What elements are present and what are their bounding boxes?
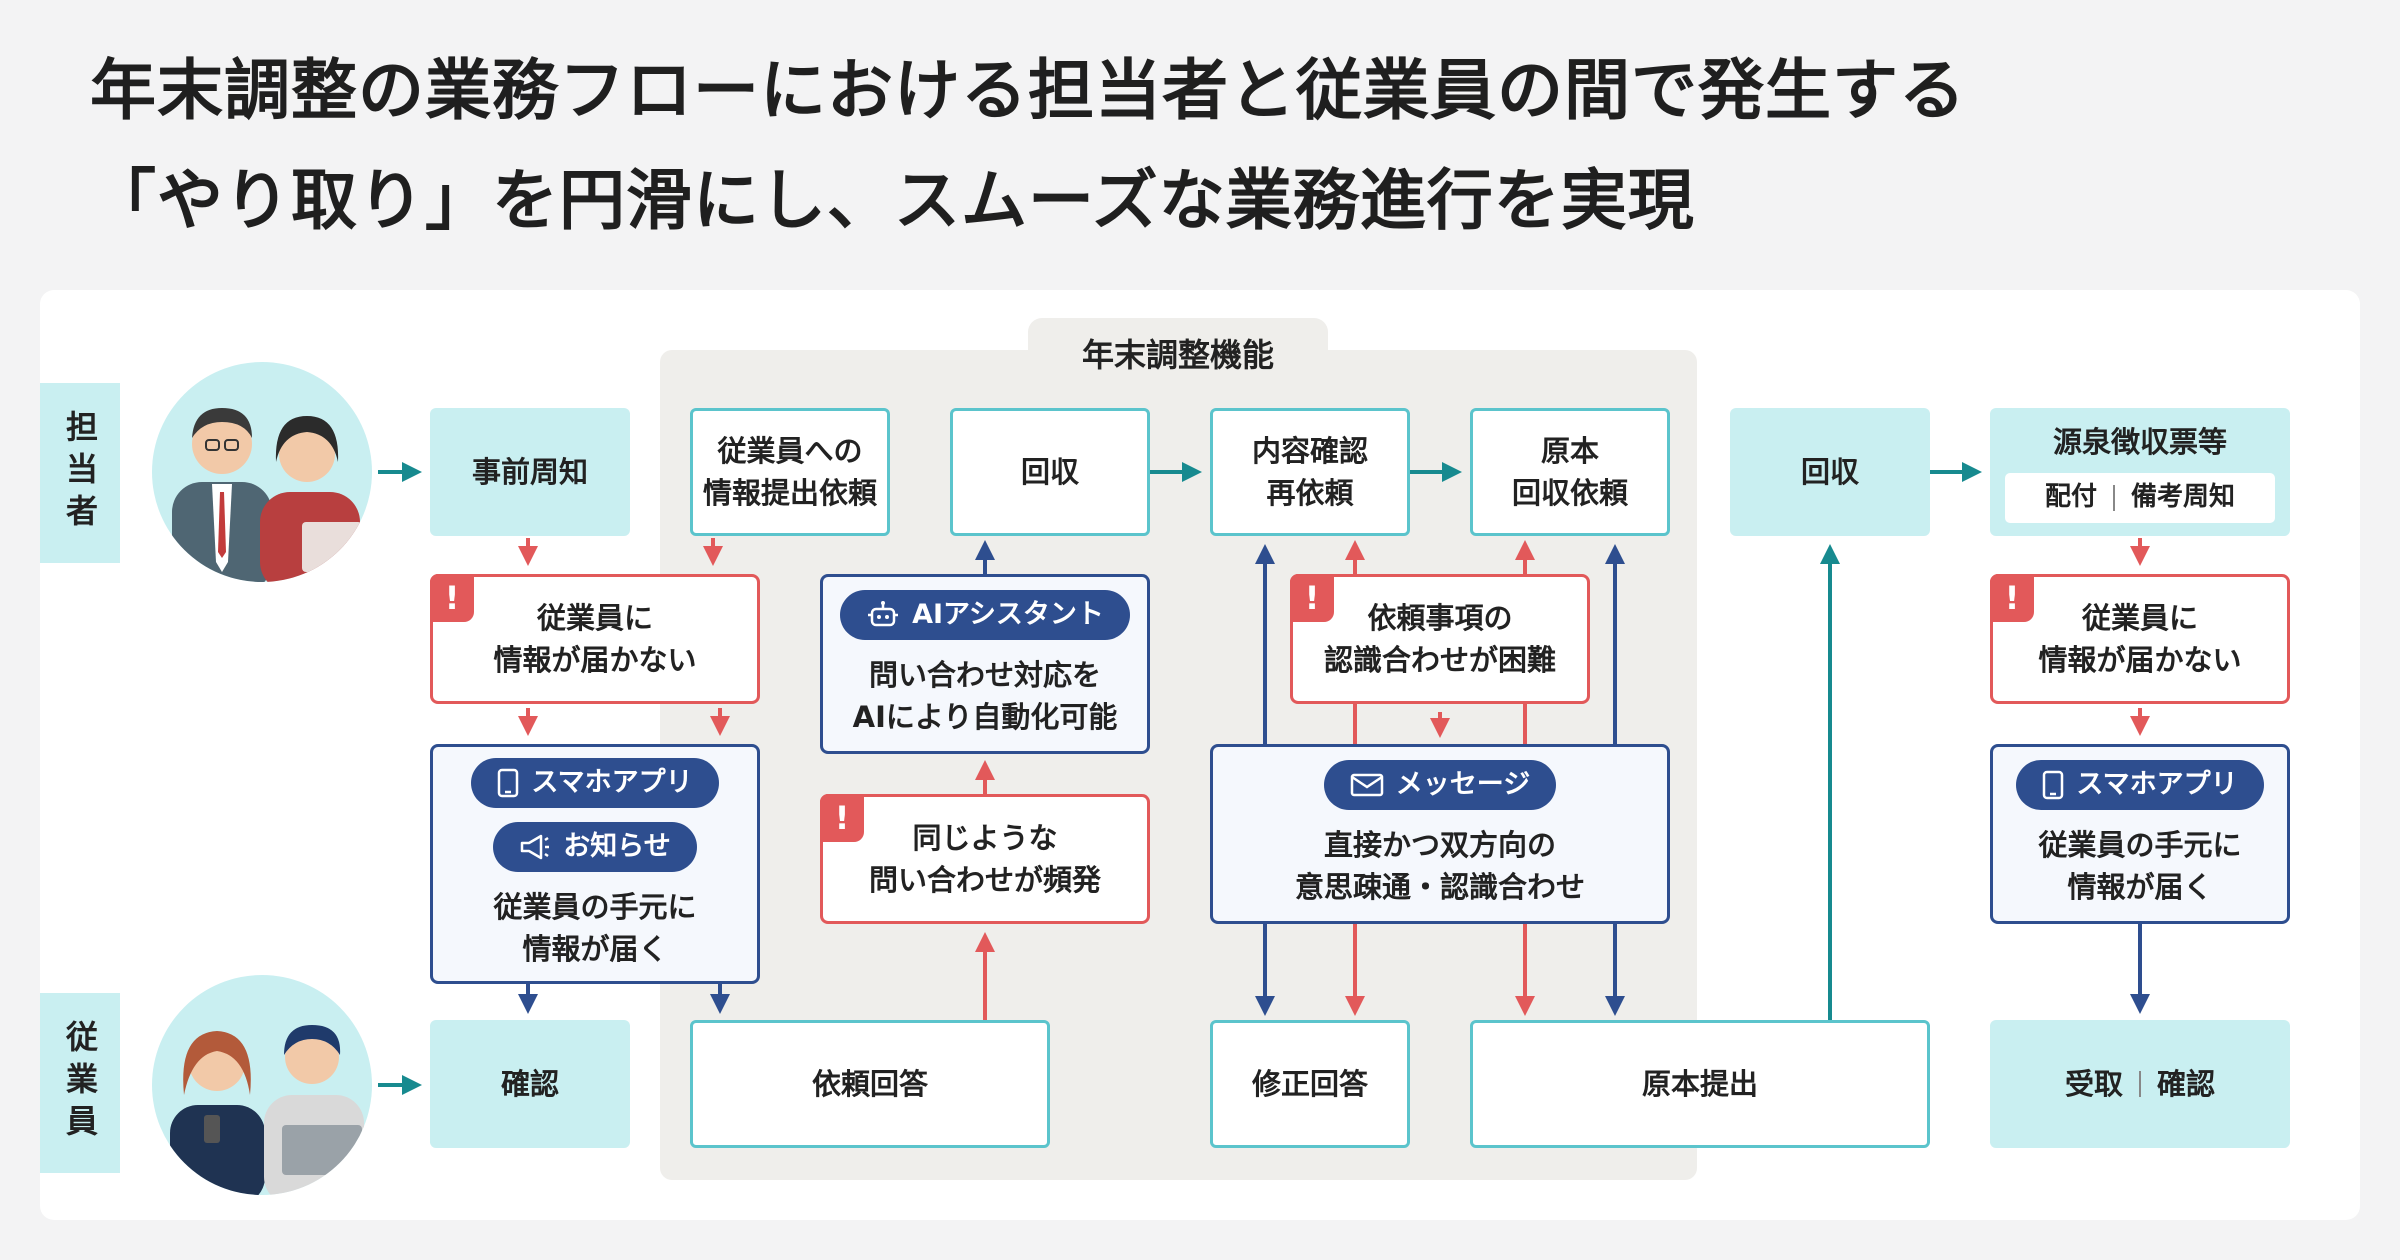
feature-right-box: スマホアプリ 従業員の手元に 情報が届く — [1990, 744, 2290, 924]
fix-answer-label: 修正回答 — [1251, 1066, 1368, 1101]
alert-icon: ! — [1290, 574, 1334, 622]
pill-message: メッセージ — [1323, 759, 1557, 810]
feature-message-line1: 直接かつ双方向の — [1323, 827, 1556, 862]
pre-notice-label: 事前周知 — [471, 454, 588, 489]
pre-notice-box: 事前周知 — [430, 408, 630, 536]
pill-smartphone-app-label: スマホアプリ — [531, 767, 693, 799]
content-check-box: 内容確認 再依頼 — [1210, 408, 1410, 536]
manager-avatar — [152, 362, 372, 582]
pill-smartphone-app-label: スマホアプリ — [2076, 769, 2238, 801]
confirm-box: 確認 — [430, 1020, 630, 1148]
smartphone-icon — [498, 768, 519, 798]
alert-icon: ! — [820, 794, 864, 842]
role-label-manager: 担当者 — [40, 383, 120, 563]
employee-avatar — [152, 975, 372, 1195]
original-request-box: 原本 回収依頼 — [1470, 408, 1670, 536]
feature-left-line1: 従業員の手元に — [493, 889, 697, 924]
role-label-employee: 従業員 — [40, 993, 120, 1173]
pill-smartphone-app: スマホアプリ — [471, 757, 719, 808]
pill-ai-assistant-label: AIアシスタント — [912, 599, 1104, 631]
feature-left-line2: 情報が届く — [522, 932, 668, 966]
withholding-sub-left: 配付 — [2044, 482, 2097, 513]
alert-same-questions: ! 同じような 問い合わせが頻発 — [820, 794, 1150, 924]
megaphone-icon — [521, 834, 550, 860]
original-request-line1: 原本 — [1540, 433, 1599, 468]
alert-same-questions-line2: 問い合わせが頻発 — [868, 863, 1101, 897]
fix-answer-box: 修正回答 — [1210, 1020, 1410, 1148]
pill-message-label: メッセージ — [1395, 769, 1531, 801]
robot-icon — [868, 600, 899, 627]
content-check-line1: 内容確認 — [1251, 433, 1368, 468]
feature-right-line1: 従業員の手元に — [2038, 827, 2242, 862]
info-request-line2: 情報提出依頼 — [702, 476, 877, 510]
feature-right-line2: 情報が届く — [2067, 870, 2213, 904]
receive-confirm-box: 受取 確認 — [1990, 1020, 2290, 1148]
envelope-icon — [1350, 773, 1384, 797]
content-check-line2: 再依頼 — [1266, 476, 1354, 510]
alert-hard-alignment-line1: 依頼事項の — [1367, 600, 1513, 635]
page-title-line2: 「やり取り」を円滑にし、スムーズな業務進行を実現 — [90, 162, 1695, 239]
alert-no-info-left-line1: 従業員に — [536, 600, 653, 635]
original-submit-box: 原本提出 — [1470, 1020, 1930, 1148]
request-answer-label: 依頼回答 — [811, 1066, 928, 1101]
pill-smartphone-app: スマホアプリ — [2016, 759, 2264, 810]
alert-icon: ! — [1990, 574, 2034, 622]
info-request-line1: 従業員への — [717, 433, 863, 468]
withholding-sub-right: 備考周知 — [2131, 482, 2236, 513]
collect-after-box: 回収 — [1730, 408, 1930, 536]
alert-icon: ! — [430, 574, 474, 622]
alert-same-questions-line1: 同じような — [912, 820, 1058, 855]
original-submit-label: 原本提出 — [1641, 1066, 1758, 1101]
receive-confirm-label: 確認 — [2157, 1066, 2216, 1101]
withholding-sub: 配付 備考周知 — [2005, 473, 2275, 524]
pill-notice: お知らせ — [493, 821, 697, 872]
divider — [2139, 1071, 2141, 1097]
feature-left-box: スマホアプリ お知らせ 従業員の手元に 情報が届く — [430, 744, 760, 984]
withholding-title: 源泉徴収票等 — [2052, 424, 2227, 459]
collect-after-label: 回収 — [1800, 454, 1859, 489]
alert-no-info-left: ! 従業員に 情報が届かない — [430, 574, 760, 704]
receive-label: 受取 — [2064, 1066, 2123, 1101]
alert-no-info-right: ! 従業員に 情報が届かない — [1990, 574, 2290, 704]
feature-ai-line1: 問い合わせ対応を — [868, 657, 1101, 692]
alert-hard-alignment-line2: 認識合わせが困難 — [1323, 643, 1556, 677]
pill-notice-label: お知らせ — [563, 831, 671, 863]
feature-message-line2: 意思疎通・認識合わせ — [1294, 870, 1585, 904]
withholding-box: 源泉徴収票等 配付 備考周知 — [1990, 408, 2290, 536]
feature-message-box: メッセージ 直接かつ双方向の 意思疎通・認識合わせ — [1210, 744, 1670, 924]
feature-ai-line2: AIにより自動化可能 — [852, 700, 1118, 734]
confirm-label: 確認 — [500, 1066, 559, 1101]
request-answer-box: 依頼回答 — [690, 1020, 1050, 1148]
divider — [2113, 485, 2115, 512]
alert-no-info-right-line1: 従業員に — [2081, 600, 2198, 635]
info-request-box: 従業員への 情報提出依頼 — [690, 408, 890, 536]
feature-area-label: 年末調整機能 — [1028, 318, 1328, 388]
feature-ai-box: AIアシスタント 問い合わせ対応を AIにより自動化可能 — [820, 574, 1150, 754]
alert-hard-alignment: ! 依頼事項の 認識合わせが困難 — [1290, 574, 1590, 704]
alert-no-info-right-line2: 情報が届かない — [2038, 643, 2242, 677]
alert-no-info-left-line2: 情報が届かない — [493, 643, 697, 677]
original-request-line2: 回収依頼 — [1511, 476, 1628, 510]
collect-label: 回収 — [1020, 454, 1079, 489]
smartphone-icon — [2043, 770, 2064, 800]
pill-ai-assistant: AIアシスタント — [840, 589, 1130, 640]
page-title-line1: 年末調整の業務フローにおける担当者と従業員の間で発生する — [90, 52, 1966, 129]
collect-box: 回収 — [950, 408, 1150, 536]
